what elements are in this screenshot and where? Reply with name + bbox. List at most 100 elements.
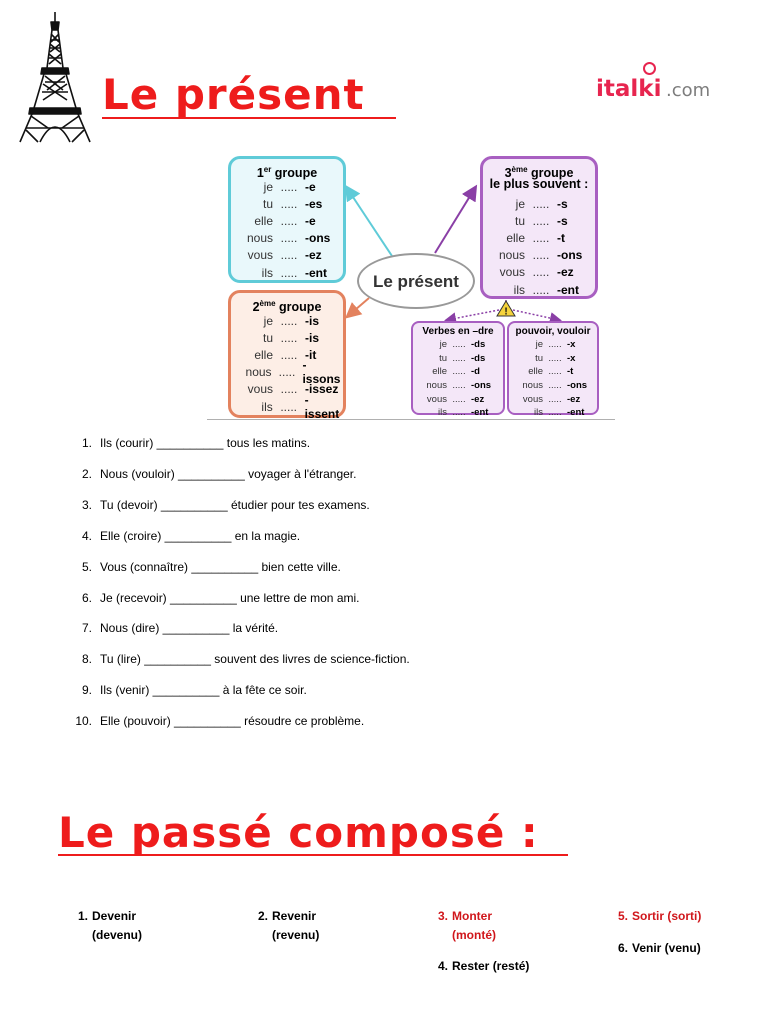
eiffel-tower-icon (19, 12, 91, 143)
exercise-sentence: Ils (courir) __________ tous les matins. (100, 436, 311, 450)
group2-heading: 2ème groupe (252, 299, 322, 315)
ending: -is (305, 313, 320, 328)
dotted-arrow-left (444, 309, 500, 325)
conjugation-row: ils.....-ent (413, 406, 503, 420)
dots: ..... (548, 352, 562, 364)
chart-arrows: ! (344, 184, 562, 325)
pronoun: nous (426, 380, 447, 392)
dots: ..... (452, 380, 466, 392)
conjugation-row: nous.....-ons (483, 247, 595, 264)
dots: ..... (280, 231, 298, 246)
ending: -x (567, 339, 576, 351)
dots: ..... (532, 230, 550, 245)
exercise-item: 10.Elle (pouvoir) __________ résoudre ce… (64, 714, 364, 728)
pronoun: ils (534, 407, 543, 419)
conjugation-row: elle.....-d (413, 365, 503, 379)
verb-text: Devenir (92, 909, 137, 923)
conjugation-row: nous..... -ons (231, 230, 343, 247)
ending: -ons (557, 248, 583, 263)
exercise-sentence: Ils (venir) __________ à la fête ce soir… (100, 683, 307, 698)
pronoun: elle (528, 366, 543, 378)
exercise-sentence: Elle (pouvoir) __________ résoudre ce pr… (100, 714, 365, 729)
ending: -ds (471, 339, 486, 351)
pronoun: tu (262, 196, 273, 211)
pronoun: je (263, 179, 273, 194)
conjugation-row: tu.....-ds (413, 352, 503, 366)
dots: ..... (278, 365, 296, 380)
conjugation-row: je.....-s (483, 195, 595, 212)
ending: -ons (305, 231, 331, 246)
pronoun: vous (247, 248, 273, 263)
conjugation-row: tu.....-is (231, 329, 343, 346)
ending: -t (557, 230, 565, 245)
center-label: Le présent (373, 272, 459, 291)
pronoun: ils (438, 407, 447, 419)
conjugation-row: je.....-ds (413, 338, 503, 352)
dots: ..... (548, 407, 562, 419)
ending: -ent (567, 407, 585, 419)
pronoun: elle (254, 213, 273, 228)
ending: -s (557, 196, 568, 211)
pronoun: nous (246, 231, 273, 246)
dots: ..... (280, 265, 298, 280)
exercise-sentence: Je (recevoir) __________ une lettre de m… (100, 590, 360, 605)
pronoun: ils (261, 265, 273, 280)
ending: -is (305, 330, 320, 345)
exercise-number: 5. (81, 559, 92, 574)
logo-name: italki (596, 76, 662, 102)
pronoun: tu (514, 213, 525, 228)
ending: -ons (471, 380, 492, 392)
exercise-item: 5.Vous (connaître) __________ bien cette… (64, 560, 341, 574)
group3-subheading: le plus souvent : (489, 177, 589, 191)
verb-number: 6. (617, 941, 628, 955)
dots: ..... (452, 339, 466, 351)
exercise-number: 2. (81, 466, 92, 481)
exercise-sentence: Nous (dire) __________ la vérité. (100, 621, 279, 636)
pronoun: vous (522, 393, 543, 405)
pronoun: nous (245, 365, 272, 380)
exercise-number: 3. (81, 497, 92, 512)
pronoun: je (515, 196, 525, 211)
exercise-number: 8. (81, 652, 92, 667)
dots: ..... (280, 213, 298, 228)
ending: -es (305, 196, 323, 211)
pronoun: ils (261, 399, 273, 414)
dots: ..... (280, 399, 297, 414)
arrow-to-group3 (434, 184, 478, 254)
ending: -t (567, 366, 574, 378)
verb-number: 1. (77, 909, 88, 923)
dots: ..... (280, 313, 298, 328)
conjugation-row: nous..... -ons (413, 379, 503, 393)
verb-text: Sortir (sorti) (632, 909, 702, 923)
dots: ..... (280, 382, 298, 397)
arrow-to-group2 (344, 297, 370, 319)
exercise-item: 3.Tu (devoir) __________ étudier pour te… (64, 498, 370, 512)
exercise-sentence: Tu (lire) __________ souvent des livres … (100, 652, 410, 667)
exercise-item: 2. Nous (vouloir) __________ voyager à l'… (64, 467, 356, 481)
ending: -ez (567, 393, 581, 405)
dots: ..... (452, 352, 466, 364)
ending: -s (557, 213, 568, 228)
exercise-sentence: Nous (vouloir) __________ voyager à l'ét… (100, 466, 357, 481)
exercise-item: 1.Ils (courir) __________ tous les matin… (64, 436, 310, 450)
conjugation-row: nous.....-issons (231, 358, 343, 386)
section-title: Le passé composé : (58, 808, 539, 857)
verb-text: (devenu) (92, 928, 143, 942)
verb-text: Rester (resté) (452, 959, 530, 973)
pronoun: ils (513, 282, 525, 297)
group1-heading: 1er groupe (256, 165, 318, 181)
title-underline (102, 117, 396, 119)
pronoun: nous (498, 248, 525, 263)
pronoun: elle (506, 230, 525, 245)
conjugation-row: je.....-e (231, 178, 343, 195)
ending: -it (305, 347, 317, 362)
